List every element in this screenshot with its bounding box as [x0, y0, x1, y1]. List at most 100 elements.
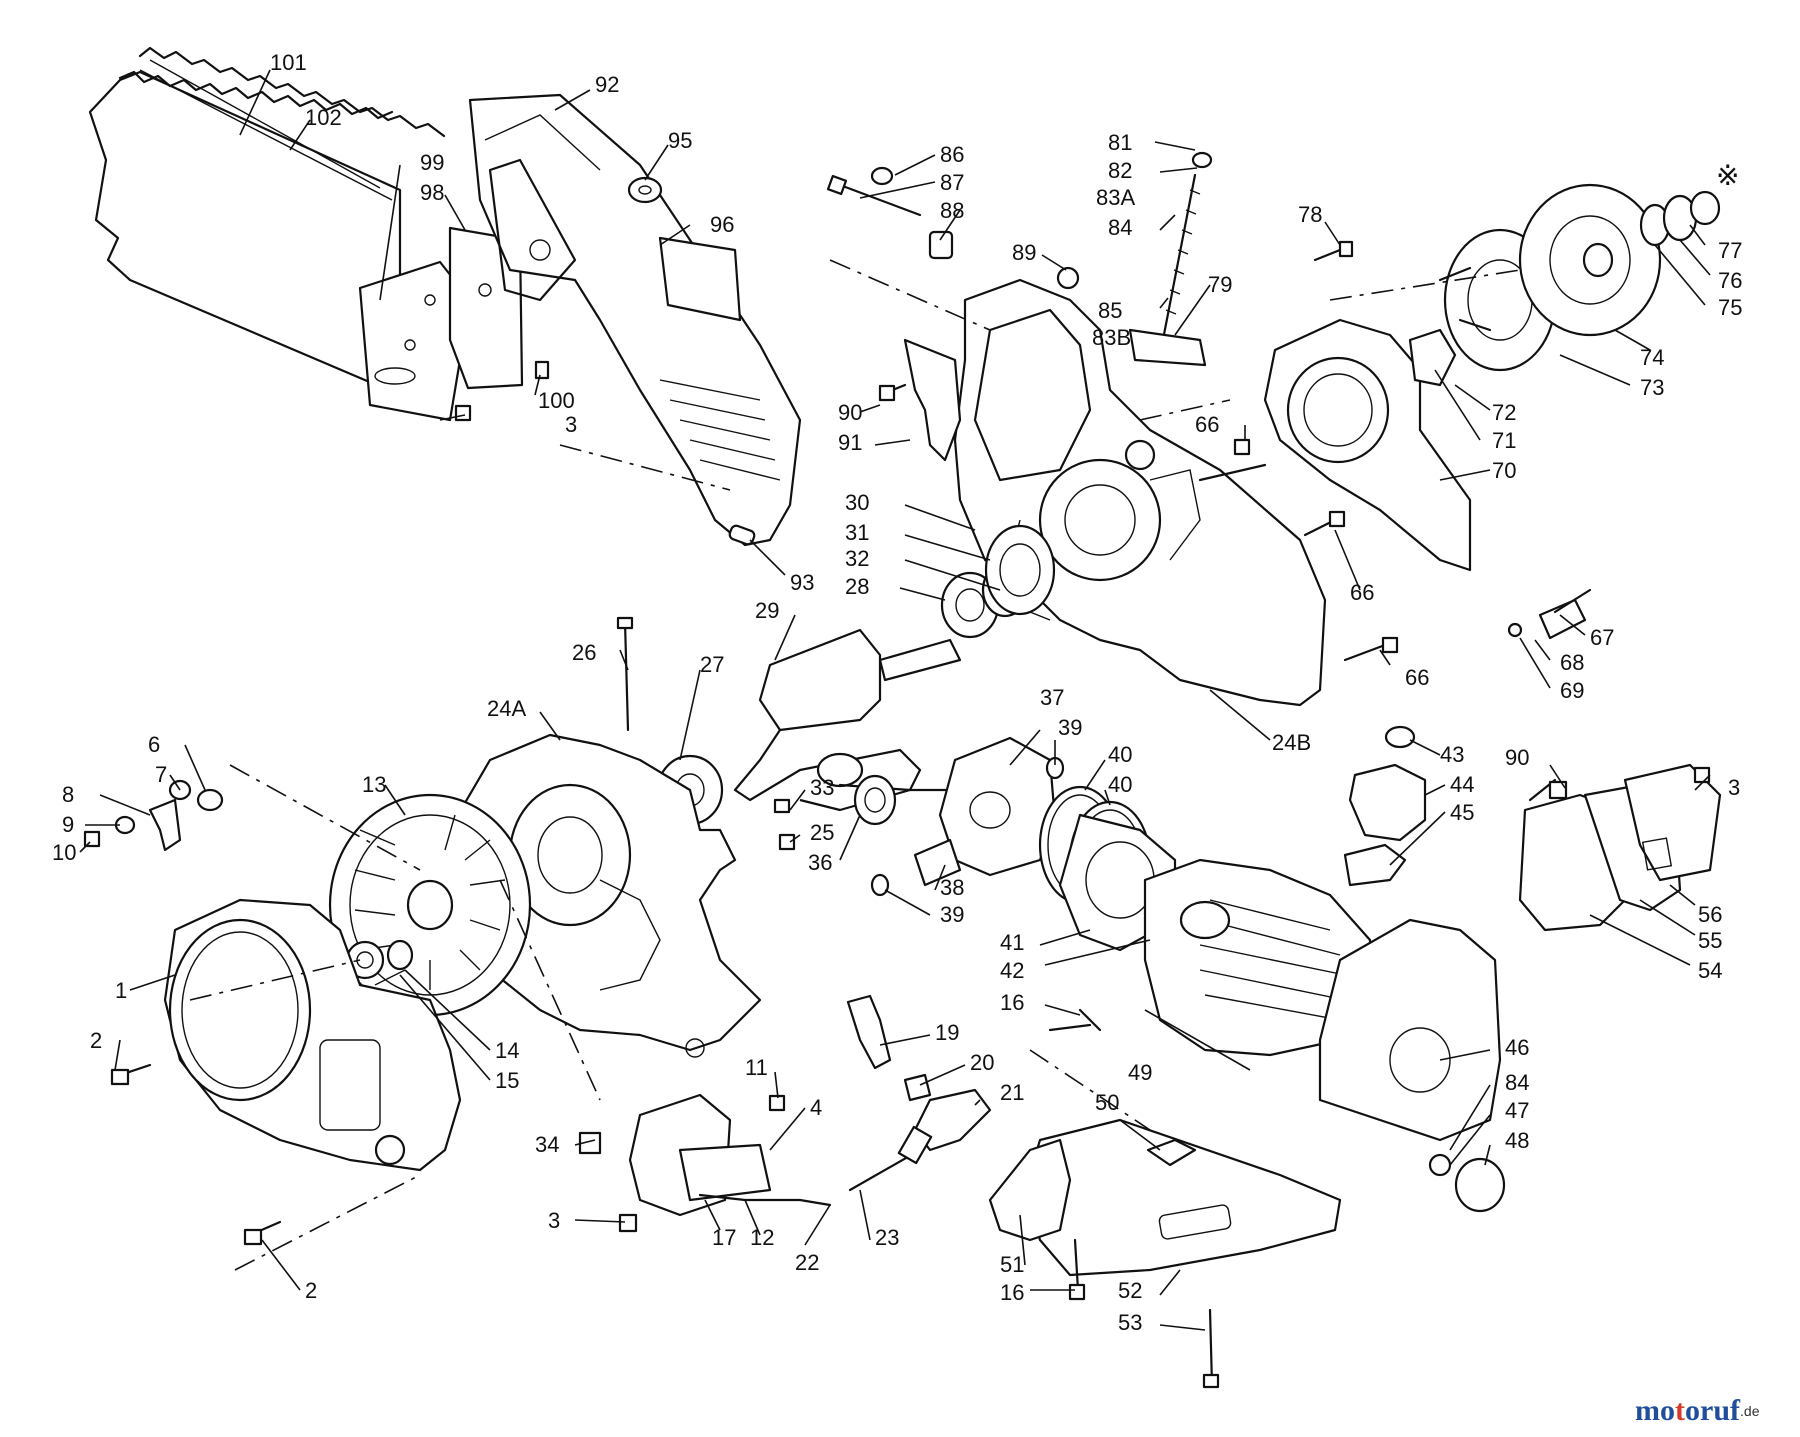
label-39-b: 39 [940, 902, 964, 927]
spark-boot-21 [848, 1088, 992, 1192]
label-41: 41 [1000, 930, 1024, 955]
label-11: 11 [745, 1055, 768, 1080]
screw-3-top [454, 404, 472, 422]
clutch-spider-71 [1408, 328, 1457, 387]
adjuster-81-85 [1158, 151, 1213, 357]
pin-93 [728, 524, 756, 546]
label-81: 81 [1108, 130, 1132, 155]
label-86: 86 [940, 142, 964, 167]
label-74: 74 [1640, 345, 1664, 370]
callout-labels: 101 102 92 95 99 98 96 100 3 93 86 87 88… [52, 50, 1742, 1335]
stud-16-49 [1048, 1008, 1102, 1032]
label-32: 32 [845, 546, 869, 571]
watermark-logo: motoruf.de [1635, 1394, 1760, 1427]
label-82: 82 [1108, 158, 1132, 183]
label-56: 56 [1698, 902, 1722, 927]
label-83b: 83B [1092, 325, 1131, 350]
spark-plug-19 [846, 994, 932, 1102]
label-16-a: 16 [1000, 990, 1024, 1015]
label-24a: 24A [487, 696, 526, 721]
bracket-91 [903, 338, 962, 462]
bar-plate [358, 260, 472, 422]
label-3-top: 3 [565, 412, 577, 437]
guide-bar [88, 46, 446, 397]
label-48: 48 [1505, 1128, 1529, 1153]
label-45: 45 [1450, 800, 1474, 825]
screw-66 [1198, 438, 1399, 662]
carb-parts-43-45 [1343, 725, 1427, 887]
label-72: 72 [1492, 400, 1516, 425]
label-23: 23 [875, 1225, 899, 1250]
label-36: 36 [808, 850, 832, 875]
label-70: 70 [1492, 458, 1516, 483]
label-75: 75 [1718, 295, 1742, 320]
label-40-a: 40 [1108, 742, 1132, 767]
label-19: 19 [935, 1020, 959, 1045]
pawl-6-10 [83, 779, 224, 852]
clutch-cover-70 [1263, 318, 1472, 572]
label-24b: 24B [1272, 730, 1311, 755]
label-90-top: 90 [838, 400, 862, 425]
muffler-54-56 [1518, 763, 1722, 932]
label-6: 6 [148, 732, 160, 757]
label-66-c: 66 [1405, 665, 1429, 690]
label-51: 51 [1000, 1252, 1024, 1277]
pin-100 [534, 360, 550, 380]
label-71: 71 [1492, 428, 1516, 453]
bolt-95 [627, 176, 663, 204]
label-21: 21 [1000, 1080, 1024, 1105]
small-parts-25-33 [773, 798, 796, 851]
chain-guard-96 [658, 236, 742, 322]
pin-26 [616, 616, 634, 732]
label-55: 55 [1698, 928, 1722, 953]
label-34: 34 [535, 1132, 559, 1157]
label-9: 9 [62, 812, 74, 837]
needle-bearing-36 [853, 774, 897, 826]
label-102: 102 [305, 105, 342, 130]
callout-leaders [79, 69, 1711, 1331]
label-96: 96 [710, 212, 734, 237]
gasket-50 [1146, 1138, 1197, 1167]
screw-87 [826, 174, 922, 217]
label-2-a: 2 [90, 1028, 102, 1053]
screw-16-bottom [1068, 1238, 1086, 1301]
label-22: 22 [795, 1250, 819, 1275]
label-93: 93 [790, 570, 814, 595]
label-7: 7 [155, 762, 167, 787]
label-85: 85 [1098, 298, 1122, 323]
nut-86 [870, 166, 894, 186]
label-33: 33 [810, 775, 834, 800]
screw-78 [1313, 240, 1354, 262]
label-52: 52 [1118, 1278, 1142, 1303]
label-38: 38 [940, 875, 964, 900]
label-90-b: 90 [1505, 745, 1529, 770]
assembly-lines [189, 259, 1521, 1271]
crankcase-24b [953, 278, 1327, 707]
label-3-right: 3 [1728, 775, 1740, 800]
knob-47-48 [1428, 1153, 1506, 1213]
stud-53 [1202, 1308, 1220, 1389]
label-3-mid: 3 [548, 1208, 560, 1233]
fuel-tank-52 [988, 1118, 1342, 1277]
label-49: 49 [1128, 1060, 1152, 1085]
label-50: 50 [1095, 1090, 1119, 1115]
sprocket-75-76-77 [1639, 190, 1721, 247]
label-31: 31 [845, 520, 869, 545]
label-54: 54 [1698, 958, 1722, 983]
screw-90-top [878, 383, 907, 402]
clutch-drum-74 [1518, 183, 1662, 337]
label-79: 79 [1208, 272, 1232, 297]
label-78: 78 [1298, 202, 1322, 227]
label-83a: 83A [1096, 185, 1135, 210]
crankshaft-29 [733, 628, 962, 812]
label-43: 43 [1440, 742, 1464, 767]
label-15: 15 [495, 1068, 519, 1093]
label-14: 14 [495, 1038, 519, 1063]
label-8: 8 [62, 782, 74, 807]
label-17: 17 [712, 1225, 736, 1250]
filter-cover-46 [1318, 918, 1502, 1142]
bearings-28-32 [940, 524, 1056, 639]
label-73: 73 [1640, 375, 1664, 400]
label-67: 67 [1590, 625, 1614, 650]
